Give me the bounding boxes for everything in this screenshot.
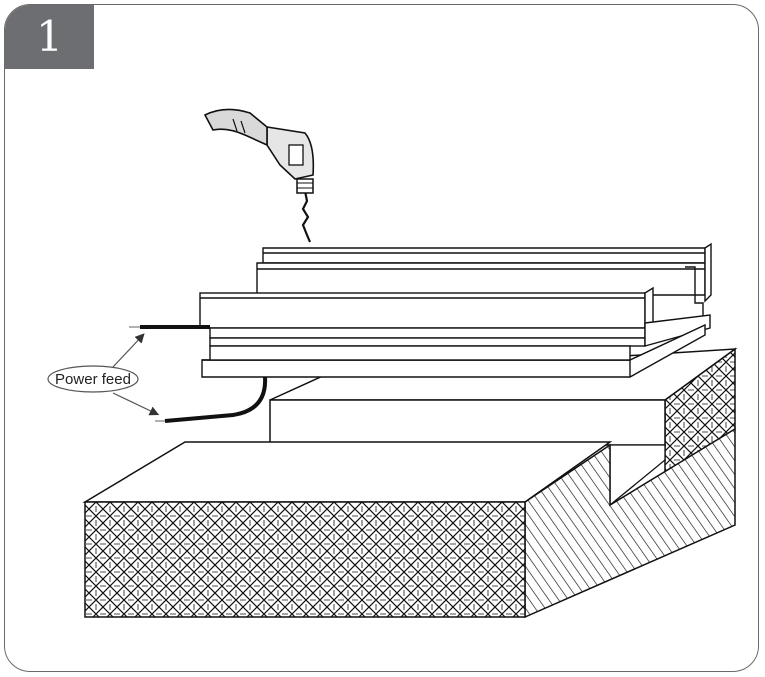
power-feed-wires [129, 325, 268, 423]
power-feed-callout: Power feed [47, 333, 160, 416]
step-number-badge: 1 [5, 5, 94, 69]
power-drill-icon [203, 108, 315, 243]
back-rail-profile [256, 242, 712, 323]
power-feed-label: Power feed [55, 371, 131, 388]
instruction-panel: 1 [4, 4, 759, 672]
power-feed-label-outline [47, 365, 139, 393]
substrate-block [82, 347, 738, 619]
installation-diagram: Power feed [47, 108, 738, 619]
front-rail-profile [199, 286, 711, 378]
